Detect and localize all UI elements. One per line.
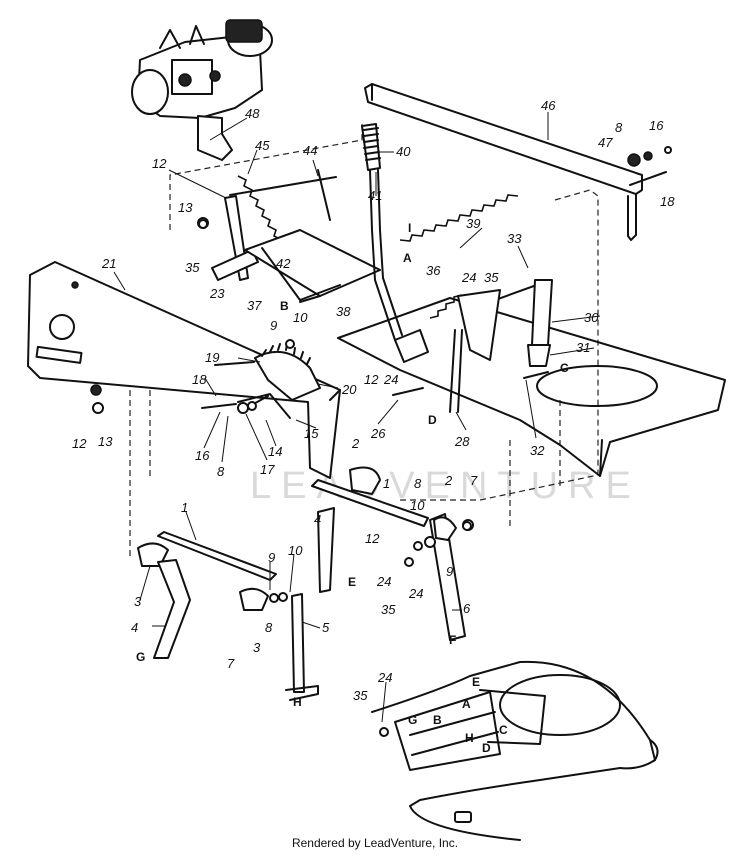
callout-10-center: 10 (410, 498, 425, 513)
callout-18-lower: 18 (192, 372, 207, 387)
callout-10: 10 (293, 310, 308, 325)
callout-42: 42 (276, 256, 291, 271)
callout-24-lower: 24 (376, 574, 391, 589)
callout-3-right: 3 (253, 640, 261, 655)
callout-24-lower-right: 24 (408, 586, 423, 601)
callout-2: 2 (351, 436, 360, 451)
letter-B: B (280, 299, 289, 313)
rear-bracket (364, 83, 667, 241)
callout-23: 23 (209, 286, 225, 301)
callout-24-center: 24 (383, 372, 398, 387)
callout-19: 19 (205, 350, 219, 365)
callout-6: 6 (463, 601, 471, 616)
callout-47: 47 (598, 135, 613, 150)
callout-35-lower: 35 (381, 602, 396, 617)
callout-12-center: 12 (364, 372, 379, 387)
letter-G: G (136, 650, 145, 664)
callout-7-left: 7 (227, 656, 235, 671)
callout-32: 32 (530, 443, 545, 458)
callout-13: 13 (178, 200, 193, 215)
letter-H: H (293, 695, 302, 709)
callout-16-lower: 16 (195, 448, 210, 463)
letter-I: I (408, 221, 411, 235)
callout-24: 24 (461, 270, 476, 285)
callout-16: 16 (649, 118, 664, 133)
lift-lever (361, 123, 429, 363)
callout-9-center: 9 (446, 564, 453, 579)
letter-D-deck: D (482, 741, 491, 755)
callout-8-center: 8 (414, 476, 422, 491)
callout-40: 40 (396, 144, 411, 159)
letter-B-deck: B (433, 713, 442, 727)
callout-8-lower: 8 (217, 464, 225, 479)
callout-4-left: 4 (131, 620, 138, 635)
callout-9: 9 (270, 318, 277, 333)
callout-18: 18 (660, 194, 675, 209)
fasteners (92, 146, 672, 737)
letter-H-deck: H (465, 731, 474, 745)
frame-panel (27, 261, 341, 479)
callout-30: 30 (584, 310, 599, 325)
callout-44: 44 (303, 143, 317, 158)
callout-31: 31 (576, 340, 590, 355)
callout-2-right: 2 (444, 473, 453, 488)
callout-12-lower: 12 (365, 531, 380, 546)
callout-12-left: 12 (72, 436, 87, 451)
callout-13-left: 13 (98, 434, 113, 449)
lower-linkage (311, 466, 474, 641)
engine-assembly (131, 19, 273, 161)
callout-24-deck: 24 (377, 670, 392, 685)
callout-15: 15 (304, 426, 319, 441)
letter-E: E (348, 575, 356, 589)
callout-7: 7 (470, 473, 478, 488)
callout-10-left: 10 (288, 543, 303, 558)
callout-28: 28 (454, 434, 470, 449)
height-quadrant (201, 343, 321, 419)
callout-numbers: 46 8 16 47 18 40 41 48 45 44 12 13 35 23… (72, 98, 675, 703)
letter-C: C (560, 361, 569, 375)
callout-35-upper: 35 (484, 270, 499, 285)
letter-A: A (403, 251, 412, 265)
mower-deck (371, 660, 659, 841)
callout-9-left: 9 (268, 550, 275, 565)
callout-41: 41 (368, 188, 382, 203)
callout-45: 45 (255, 138, 270, 153)
right-linkage (392, 279, 553, 413)
letter-F: F (449, 633, 456, 647)
fender (337, 297, 726, 477)
callout-4: 4 (314, 512, 321, 527)
callout-3: 3 (134, 594, 142, 609)
callout-21: 21 (101, 256, 116, 271)
callout-35-deck: 35 (353, 688, 368, 703)
callout-14: 14 (268, 444, 282, 459)
callout-35: 35 (185, 260, 200, 275)
callout-33: 33 (507, 231, 522, 246)
left-lower-linkage (137, 531, 319, 701)
callout-36: 36 (426, 263, 441, 278)
callout-48: 48 (245, 106, 260, 121)
footer-credit: Rendered by LeadVenture, Inc. (291, 836, 459, 850)
callout-38: 38 (336, 304, 351, 319)
letter-A-deck: A (462, 697, 471, 711)
lift-assembly (197, 169, 381, 303)
letter-E-deck: E (472, 675, 480, 689)
callout-37: 37 (247, 298, 262, 313)
callout-1-left: 1 (181, 500, 188, 515)
callout-8-left: 8 (265, 620, 273, 635)
callout-46: 46 (541, 98, 556, 113)
callout-26: 26 (370, 426, 386, 441)
callout-12: 12 (152, 156, 167, 171)
leader-lines (113, 112, 601, 723)
callout-20: 20 (341, 382, 357, 397)
letter-G-deck: G (408, 713, 417, 727)
letter-D: D (428, 413, 437, 427)
letter-C-deck: C (499, 723, 508, 737)
callout-1: 1 (383, 476, 390, 491)
callout-17: 17 (260, 462, 275, 477)
connection-letters: I A B C D E F G H E A G B H C D (136, 221, 569, 755)
callout-39: 39 (466, 216, 480, 231)
callout-8: 8 (615, 120, 623, 135)
callout-5: 5 (322, 620, 330, 635)
